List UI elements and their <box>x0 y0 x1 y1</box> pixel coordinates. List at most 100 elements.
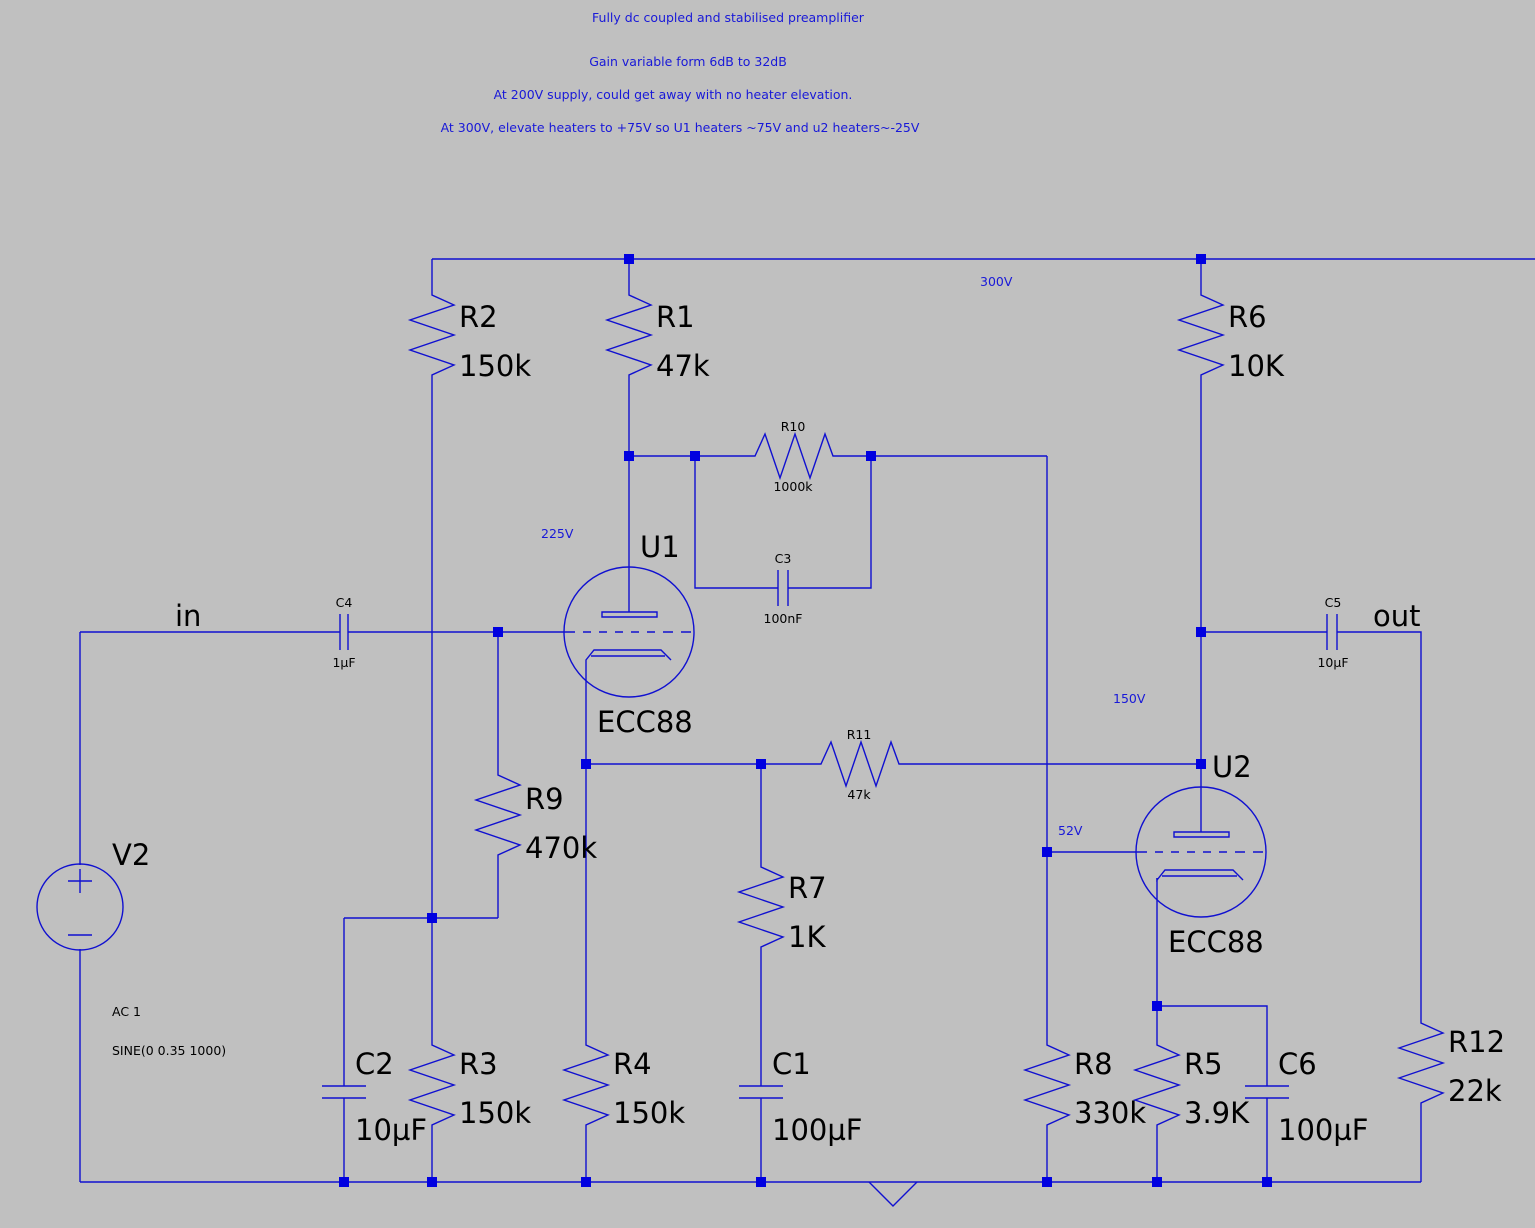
voltage-u2-grid: 52V <box>1058 823 1083 838</box>
c6-value: 100µF <box>1278 1113 1368 1147</box>
resistor-r4-symbol[interactable] <box>561 1040 611 1130</box>
r9-ref: R9 <box>525 782 564 816</box>
c2-ref: C2 <box>355 1047 394 1081</box>
r12-ref: R12 <box>1448 1025 1505 1059</box>
resistor-r9-symbol[interactable] <box>473 770 523 860</box>
resistor-r6-symbol[interactable] <box>1176 290 1226 380</box>
c4-ref: C4 <box>336 595 353 610</box>
junction-dots <box>339 254 1272 1187</box>
c2-value: 10µF <box>355 1113 427 1147</box>
r7-value: 1K <box>788 920 826 954</box>
resistor-r7-symbol[interactable] <box>736 862 786 952</box>
c5-value: 10µF <box>1317 655 1348 670</box>
r11-value: 47k <box>847 787 871 802</box>
capacitor-c5-symbol[interactable] <box>1326 614 1338 650</box>
r6-value: 10K <box>1228 349 1285 383</box>
resistor-r8-symbol[interactable] <box>1022 1040 1072 1130</box>
v2-ref: V2 <box>112 838 150 872</box>
voltage-u1-anode: 225V <box>541 526 574 541</box>
c1-value: 100µF <box>772 1113 862 1147</box>
r7-ref: R7 <box>788 871 827 905</box>
junction-dot <box>624 254 634 264</box>
resistor-r2-symbol[interactable] <box>407 290 457 380</box>
r9-value: 470k <box>525 831 597 865</box>
r5-value: 3.9K <box>1184 1096 1250 1130</box>
capacitor-c3-symbol[interactable] <box>777 570 789 606</box>
note-gain: Gain variable form 6dB to 32dB <box>589 54 787 69</box>
junction-dot <box>1042 1177 1052 1187</box>
output-label: out <box>1373 599 1421 633</box>
note-200v: At 200V supply, could get away with no h… <box>494 87 853 102</box>
junction-dot <box>756 1177 766 1187</box>
c1-ref: C1 <box>772 1047 811 1081</box>
junction-dot <box>1196 254 1206 264</box>
r4-ref: R4 <box>613 1047 652 1081</box>
c6-ref: C6 <box>1278 1047 1317 1081</box>
c3-right-wire <box>788 456 872 589</box>
junction-dot <box>690 451 700 461</box>
junction-dot <box>1042 847 1052 857</box>
c3-ref: C3 <box>775 551 792 566</box>
junction-dot <box>866 451 876 461</box>
capacitor-c6-symbol[interactable] <box>1245 1085 1289 1099</box>
junction-dot <box>624 451 634 461</box>
r6-ref: R6 <box>1228 300 1267 334</box>
tube-u2-symbol[interactable] <box>1135 786 1267 918</box>
junction-dot <box>339 1177 349 1187</box>
resistor-r10-symbol[interactable] <box>750 431 838 481</box>
resistor-r12-symbol[interactable] <box>1396 1018 1446 1108</box>
source-sine-directive: SINE(0 0.35 1000) <box>112 1043 226 1058</box>
c3-value: 100nF <box>764 611 803 626</box>
r12-value: 22k <box>1448 1074 1502 1108</box>
junction-dot <box>493 627 503 637</box>
output-wire <box>1337 631 1422 1018</box>
c3-left-wire <box>694 456 778 589</box>
junction-dot <box>581 759 591 769</box>
note-title: Fully dc coupled and stabilised preampli… <box>592 10 865 25</box>
capacitors <box>322 570 1338 1099</box>
input-label: in <box>175 599 201 633</box>
resistor-r3-symbol[interactable] <box>407 1040 457 1130</box>
r10-value: 1000k <box>773 479 813 494</box>
junction-dot <box>1196 759 1206 769</box>
r1-ref: R1 <box>656 300 695 334</box>
r8-ref: R8 <box>1074 1047 1113 1081</box>
resistor-r11-symbol[interactable] <box>816 739 904 789</box>
capacitor-c2-symbol[interactable] <box>322 1085 366 1099</box>
resistor-r1-symbol[interactable] <box>604 290 654 380</box>
u1-value: ECC88 <box>597 705 693 739</box>
junction-dot <box>1196 627 1206 637</box>
capacitor-c1-symbol[interactable] <box>739 1085 783 1099</box>
capacitor-c4-symbol[interactable] <box>339 614 349 650</box>
r11-ref: R11 <box>847 727 872 742</box>
u2-value: ECC88 <box>1168 925 1264 959</box>
junction-dot <box>756 759 766 769</box>
r5-ref: R5 <box>1184 1047 1223 1081</box>
junction-dot <box>1152 1001 1162 1011</box>
voltage-source-v2-symbol[interactable] <box>36 863 124 951</box>
ground-icon <box>868 1181 918 1207</box>
r10-ref: R10 <box>781 419 806 434</box>
source-ac-directive: AC 1 <box>112 1004 141 1019</box>
resistor-r5-symbol[interactable] <box>1132 1040 1182 1130</box>
u2-ref: U2 <box>1212 750 1252 784</box>
junction-dot <box>1262 1177 1272 1187</box>
r3-value: 150k <box>459 1096 531 1130</box>
r2-value: 150k <box>459 349 531 383</box>
c4-value: 1µF <box>332 655 355 670</box>
junction-dot <box>581 1177 591 1187</box>
junction-dot <box>427 913 437 923</box>
wires <box>79 258 1535 1183</box>
c5-ref: C5 <box>1325 595 1342 610</box>
tube-u1-symbol[interactable] <box>563 566 695 698</box>
note-300v: At 300V, elevate heaters to +75V so U1 h… <box>441 120 920 135</box>
r2-ref: R2 <box>459 300 498 334</box>
u1-ref: U1 <box>640 530 680 564</box>
r4-value: 150k <box>613 1096 685 1130</box>
junction-dot <box>427 1177 437 1187</box>
r1-value: 47k <box>656 349 710 383</box>
voltage-supply: 300V <box>980 274 1013 289</box>
r3-ref: R3 <box>459 1047 498 1081</box>
r8-value: 330k <box>1074 1096 1146 1130</box>
